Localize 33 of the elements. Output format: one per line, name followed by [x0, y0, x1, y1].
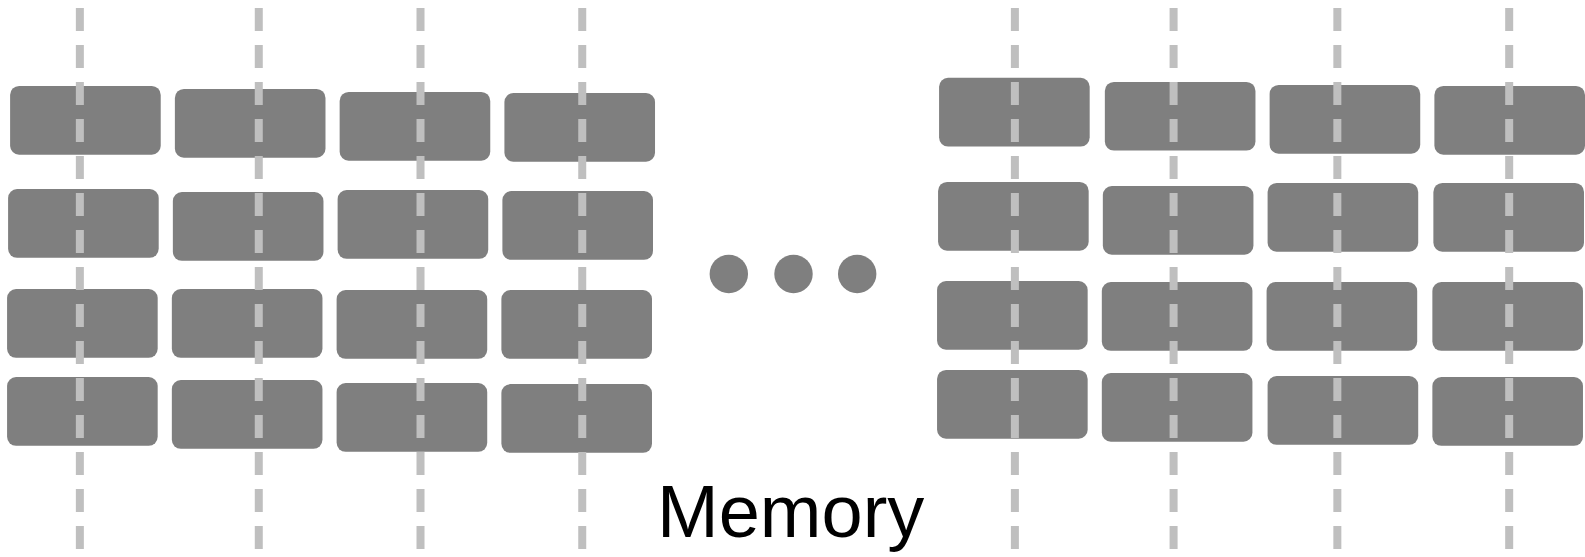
memory-block	[337, 190, 489, 259]
memory-block	[939, 77, 1090, 147]
memory-block	[1432, 377, 1583, 446]
memory-block	[336, 290, 488, 359]
memory-block	[1101, 282, 1253, 351]
memory-block	[172, 192, 324, 261]
memory-block	[339, 92, 491, 161]
memory-block	[1104, 81, 1256, 151]
memory-block	[501, 290, 652, 359]
memory-block	[1101, 373, 1253, 442]
memory-block	[7, 377, 158, 446]
memory-block	[336, 383, 488, 452]
memory-block	[1266, 282, 1418, 351]
memory-label: Memory	[657, 475, 925, 550]
memory-block	[1269, 84, 1421, 154]
memory-block	[1267, 376, 1419, 445]
memory-block	[10, 85, 161, 155]
memory-block	[1102, 186, 1254, 255]
memory-block	[1267, 182, 1419, 252]
memory-block	[1434, 85, 1585, 155]
memory-block	[1433, 182, 1584, 252]
memory-block	[937, 369, 1088, 439]
memory-block	[171, 289, 323, 358]
memory-block	[938, 181, 1089, 251]
memory-block	[174, 88, 326, 158]
memory-block	[1432, 282, 1583, 351]
memory-block	[7, 289, 158, 358]
memory-block	[171, 380, 323, 449]
memory-block	[502, 191, 653, 260]
memory-block	[937, 281, 1088, 350]
memory-block	[504, 93, 656, 162]
memory-block	[501, 384, 652, 453]
memory-block	[8, 189, 159, 258]
